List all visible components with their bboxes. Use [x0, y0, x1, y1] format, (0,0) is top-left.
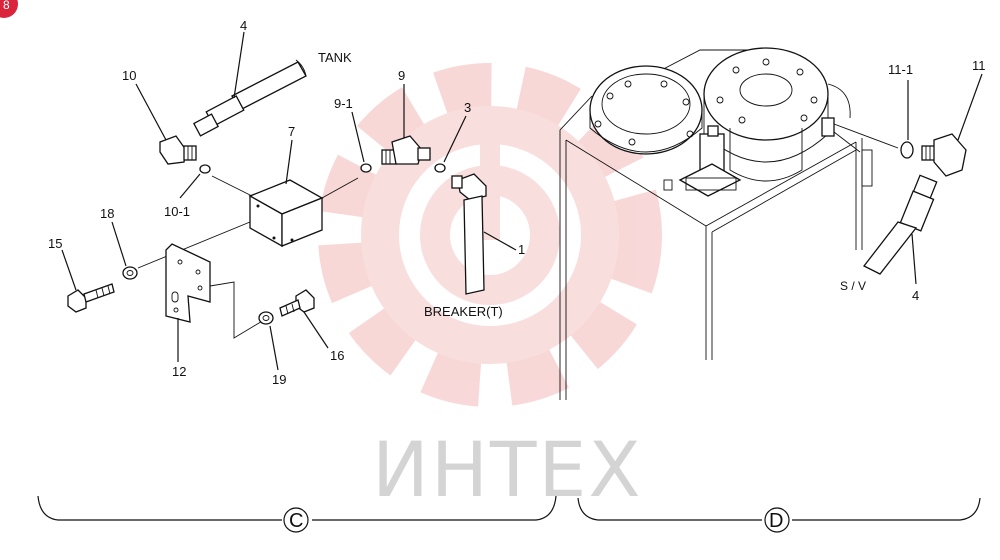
label-part-4-top: 4: [240, 18, 247, 33]
part-pipe-1: [451, 173, 517, 295]
part-oring-3: [434, 163, 446, 173]
label-part-18: 18: [100, 206, 114, 221]
part-oring-9-1: [360, 163, 372, 173]
part-hose-4-right: [863, 174, 938, 285]
flow-line: [833, 123, 899, 149]
label-part-1: 1: [518, 242, 525, 257]
hydraulic-tank: [559, 47, 873, 400]
label-part-9-1: 9-1: [334, 96, 353, 111]
label-breaker: BREAKER(T): [424, 304, 503, 319]
label-part-19: 19: [272, 372, 286, 387]
label-part-3: 3: [464, 100, 471, 115]
section-bracket-c: [37, 495, 557, 533]
flow-line: [321, 177, 359, 199]
label-part-7: 7: [288, 124, 295, 139]
watermark-text: ИНТЕХ: [372, 425, 643, 514]
part-washer-19: [258, 311, 274, 325]
label-part-15: 15: [48, 236, 62, 251]
label-sv: S / V: [840, 279, 866, 293]
label-part-10: 10: [122, 68, 136, 83]
part-elbow-10: [135, 83, 197, 165]
part-hose-4: [193, 31, 307, 137]
section-label-d: D: [769, 510, 783, 532]
label-part-11-1: 11-1: [888, 62, 913, 77]
corner-badge-text: 8: [3, 0, 10, 12]
flow-line: [833, 131, 861, 153]
label-part-4-right: 4: [912, 288, 919, 303]
part-bracket-12: [165, 243, 211, 362]
part-oring-10-1: [199, 164, 211, 174]
label-part-16: 16: [330, 348, 344, 363]
flow-line: [137, 221, 251, 269]
section-label-c: C: [289, 510, 303, 532]
part-elbow-9: [381, 84, 431, 165]
label-part-9: 9: [398, 68, 405, 83]
label-part-10-1: 10-1: [164, 204, 190, 219]
part-washer-18: [122, 266, 138, 280]
label-tank: TANK: [318, 50, 352, 65]
part-bolt-16: [279, 289, 329, 349]
part-block-7: [248, 139, 324, 248]
part-bolt-15: [61, 249, 115, 313]
flow-line: [209, 281, 265, 339]
corner-badge: 8: [0, 0, 18, 18]
label-part-12: 12: [172, 364, 186, 379]
part-oring-11-1: [900, 141, 914, 159]
watermark-gear-icon: [318, 63, 662, 407]
section-bracket-d: [577, 497, 981, 533]
label-part-11: 11: [972, 58, 986, 73]
part-elbow-11: [921, 73, 983, 177]
flow-line: [211, 175, 253, 197]
